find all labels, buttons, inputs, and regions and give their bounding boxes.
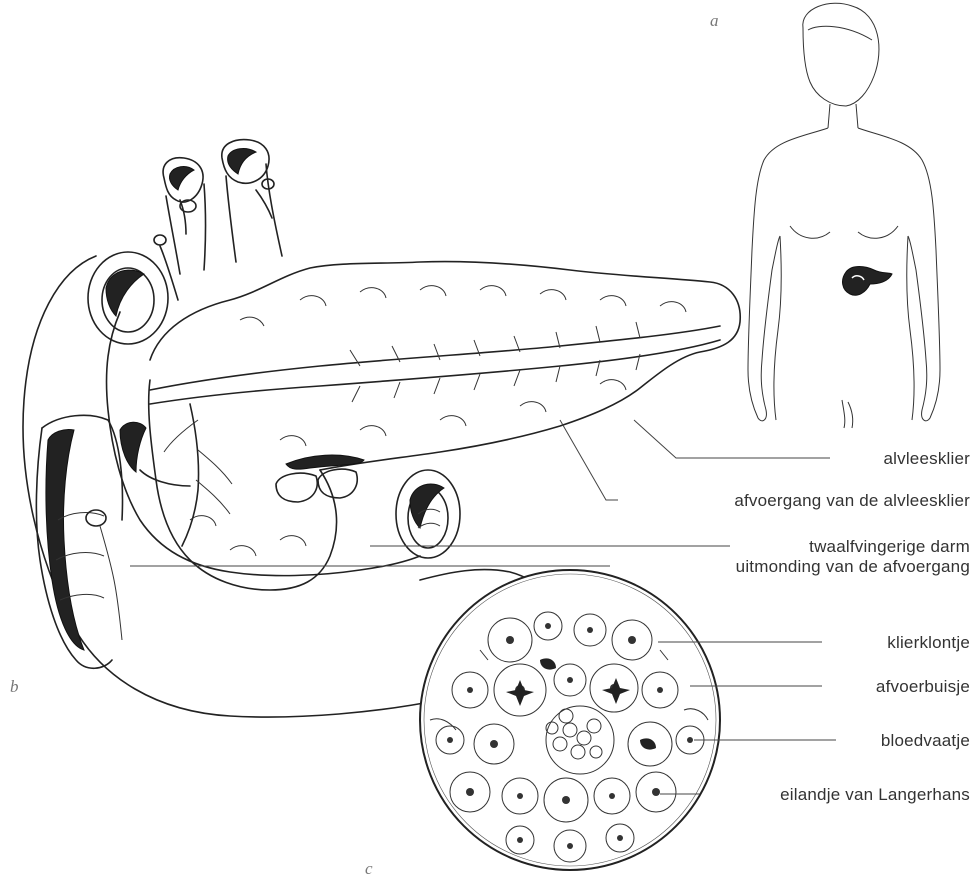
label-duct-opening: uitmonding van de afvoergang bbox=[736, 557, 970, 576]
label-duodenum: twaalfvingerige darm bbox=[809, 537, 970, 556]
panel-letter-a: a bbox=[710, 11, 719, 30]
tissue-section bbox=[420, 570, 720, 870]
label-pancreas: alvleesklier bbox=[884, 449, 971, 468]
panel-letter-b: b bbox=[10, 677, 19, 696]
label-drain-tube: afvoerbuisje bbox=[876, 677, 970, 696]
leader-pancreatic-duct bbox=[560, 420, 618, 500]
panel-letter-c: c bbox=[365, 859, 373, 878]
body-figure bbox=[748, 3, 940, 428]
label-blood-vessel: bloedvaatje bbox=[881, 731, 970, 750]
label-islet: eilandje van Langerhans bbox=[780, 785, 970, 804]
label-pancreatic-duct: afvoergang van de alvleesklier bbox=[734, 491, 970, 510]
leader-pancreas bbox=[634, 420, 830, 458]
label-gland-cluster: klierklontje bbox=[887, 633, 970, 652]
